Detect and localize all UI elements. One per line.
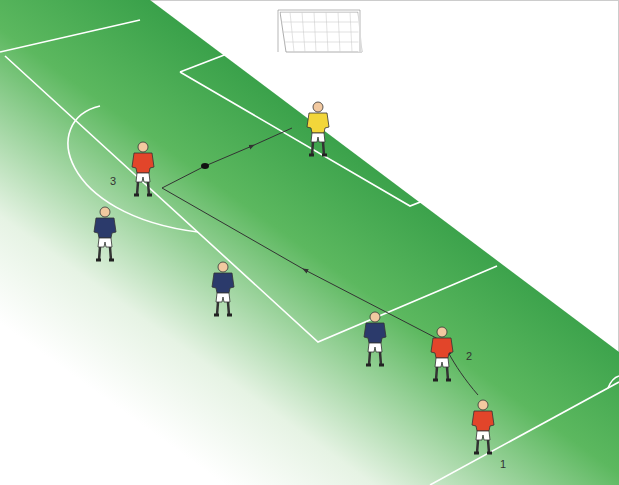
attacker-2 <box>431 327 453 380</box>
goal-area-line <box>180 72 515 206</box>
pass-to-3-tail <box>162 188 305 270</box>
ball <box>201 163 209 169</box>
goal <box>278 10 362 52</box>
pitch-lines <box>0 20 619 485</box>
corner-arc <box>608 376 619 388</box>
penalty-area-line <box>5 56 497 342</box>
penalty-arc <box>68 106 198 232</box>
shot <box>162 146 252 188</box>
net-mesh <box>281 12 361 52</box>
goalkeeper <box>307 102 329 155</box>
defender <box>364 312 386 365</box>
goal-frame-outline <box>278 10 360 52</box>
short-pass <box>448 352 478 395</box>
touchline <box>430 382 619 485</box>
shot-tail <box>252 128 292 146</box>
corner-taker-1 <box>472 400 494 453</box>
ball-paths <box>162 128 478 395</box>
goal-frame <box>278 10 360 52</box>
callout-number: 2 <box>466 350 472 362</box>
goal-net <box>280 12 362 52</box>
attacker-3 <box>132 142 154 195</box>
defender <box>212 262 234 315</box>
callout-number: 3 <box>110 175 116 187</box>
defender <box>94 207 116 260</box>
callout-number: 1 <box>500 458 506 470</box>
penalty-area-far-line <box>0 20 140 52</box>
goal-area-far-line <box>180 52 232 72</box>
